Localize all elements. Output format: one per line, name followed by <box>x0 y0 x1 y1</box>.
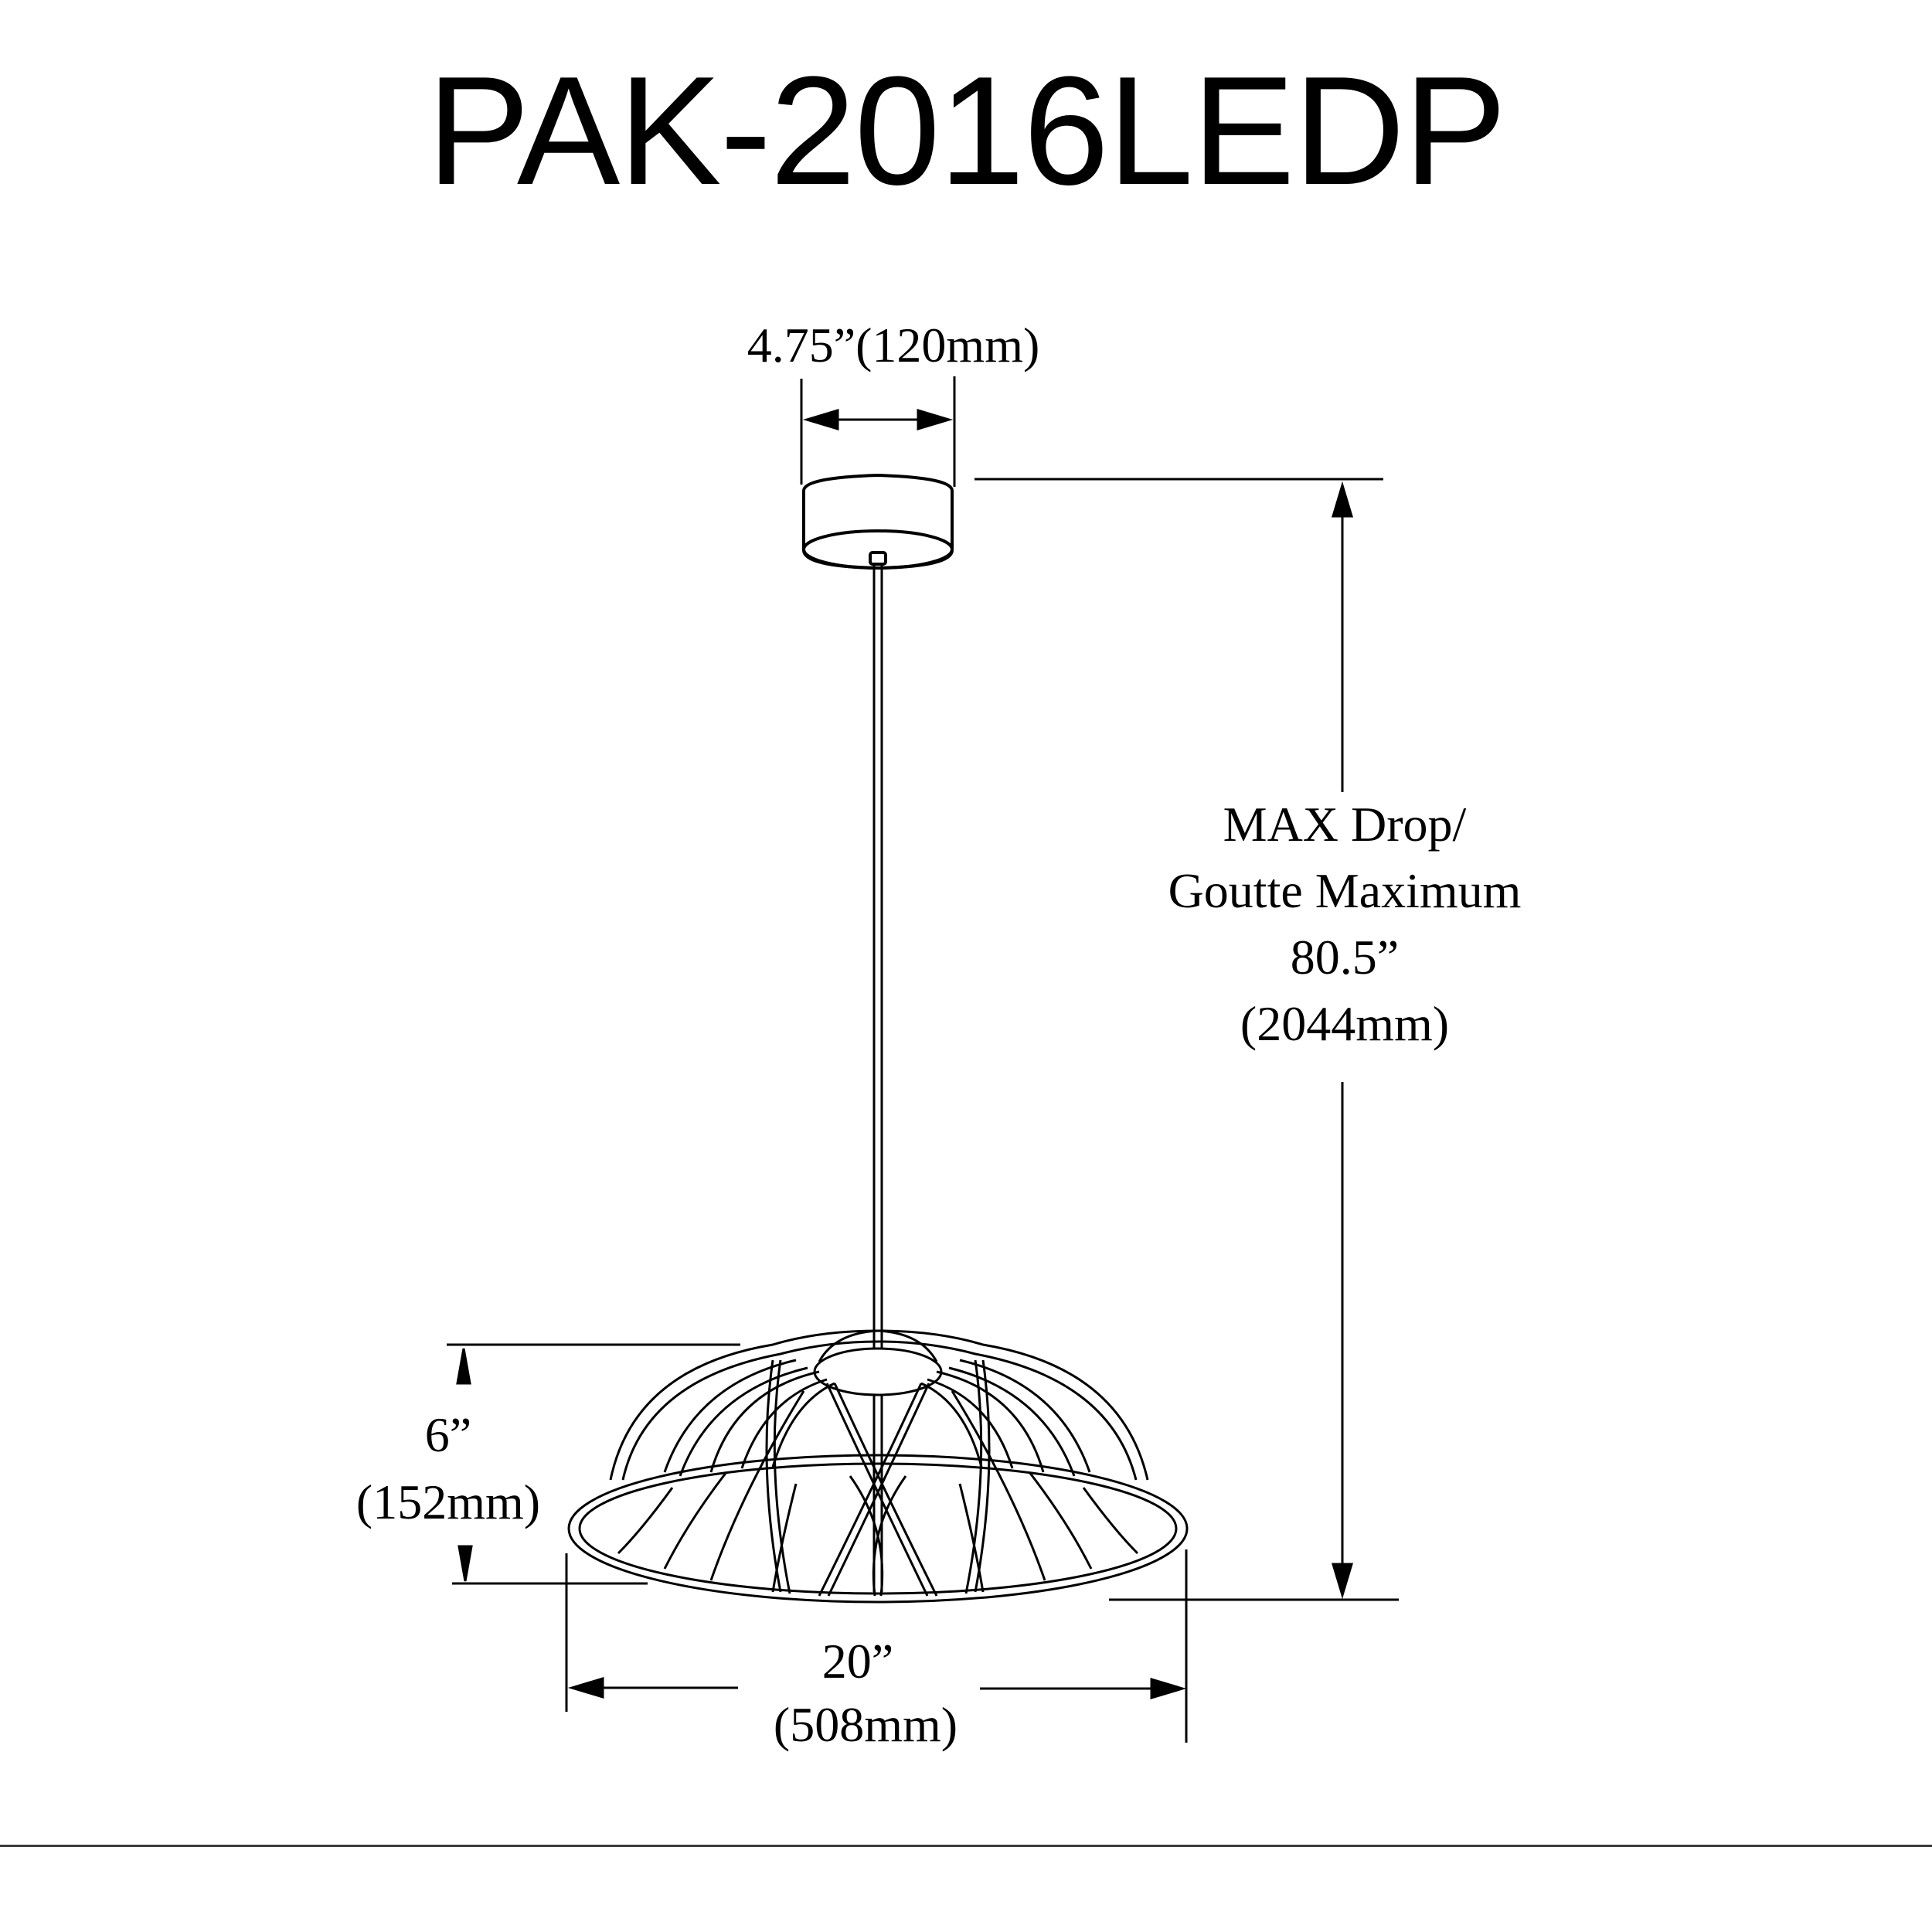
shade-width-dimension <box>565 1549 1188 1743</box>
shade-width-inches: 20” <box>821 1634 894 1689</box>
canopy-icon <box>802 473 954 570</box>
canopy-width-label: 4.75”(120mm) <box>747 318 1040 372</box>
shade-height-dimension <box>447 1343 740 1585</box>
shade-width-mm: (508mm) <box>773 1697 958 1752</box>
max-drop-line3: 80.5” <box>1290 930 1400 985</box>
shade-icon <box>567 1329 1189 1604</box>
shade-height-inches: 6” <box>424 1407 472 1462</box>
max-drop-line4: (2044mm) <box>1240 996 1450 1051</box>
max-drop-line2: Goutte Maximum <box>1168 863 1522 918</box>
rod-icon <box>872 564 883 1592</box>
footer-divider <box>0 1845 1932 1847</box>
shade-height-mm: (152mm) <box>355 1475 541 1529</box>
max-drop-label: MAX Drop/ Goutte Maximum 80.5” (2044mm) <box>1128 800 1561 1066</box>
max-drop-line1: MAX Drop/ <box>1223 797 1467 852</box>
product-title: PAK-2016LEDP <box>427 45 1506 217</box>
max-drop-dimension <box>975 478 1399 1601</box>
canopy-width-dimension <box>800 376 956 487</box>
